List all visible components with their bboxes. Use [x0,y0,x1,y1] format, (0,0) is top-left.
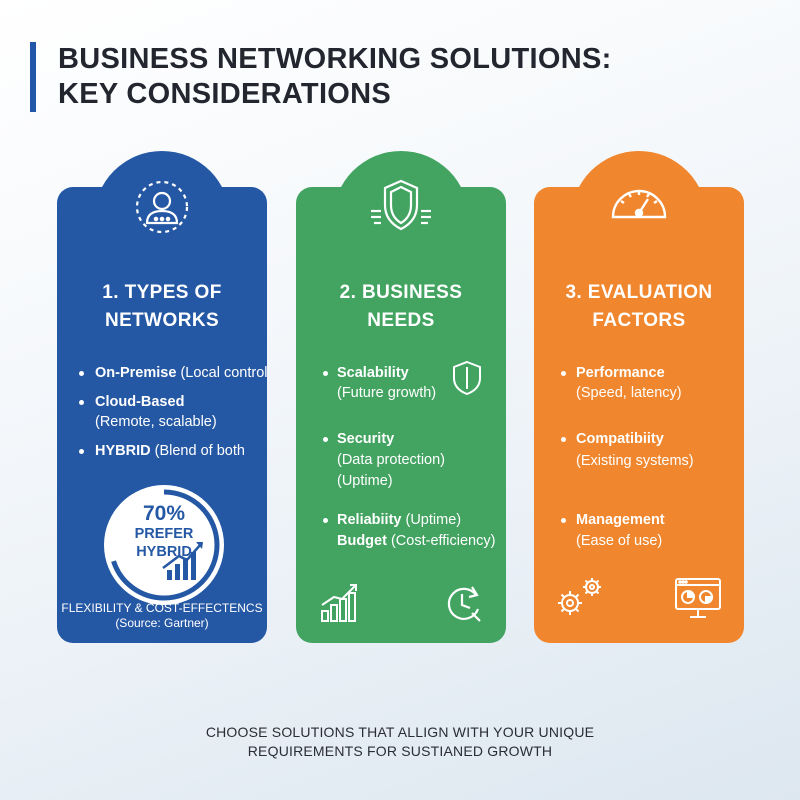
stat-label-1: PREFER [134,526,194,542]
card-heading: 1. TYPES OF NETWORKS [102,282,222,331]
list-item: Scalability [337,365,409,381]
card-evaluation-factors: 3. EVALUATION FACTORS Performance (Speed… [534,151,744,643]
dashboard-monitor-icon [672,575,724,621]
list-item: Budget (Cost-efficiency) [337,533,496,549]
card-source: (Source: Gartner) [115,616,209,630]
list-item: Security [337,431,395,447]
list-item: HYBRID (Blend of both [95,443,245,459]
card-types-of-networks: 1. TYPES OF NETWORKS On-Premise (Local c… [57,151,267,643]
page-title: BUSINESS NETWORKING SOLUTIONS: KEY CONSI… [30,42,612,112]
stat-label-2: HYBRID [136,544,192,560]
hybrid-stat-badge: 70% PREFER HYBRID [101,482,227,608]
footer-message: CHOOSE SOLUTIONS THAT ALLIGN WITH YOUR U… [205,724,595,759]
title-line-1: BUSINESS NETWORKING SOLUTIONS: [58,43,612,75]
card-heading: 2. BUSINESS NEEDS [339,282,463,331]
small-shield-icon [450,359,484,397]
shield-icon [361,167,441,247]
card-heading: 3. EVALUATION FACTORS [565,282,713,331]
title-accent-bar [30,42,36,112]
card-footnote: FLEXIBILITY & COST-EFFECTENCS [61,601,263,615]
list-item: Performance [576,365,665,381]
title-line-2: KEY CONSIDERATIONS [58,78,392,110]
bar-growth-icon [318,581,362,625]
gears-icon [552,573,608,623]
list-item: Cloud-Based [95,394,185,410]
growth-chart-icon [162,542,203,580]
user-icon [122,167,202,247]
clock-refresh-icon [442,581,486,625]
stat-value: 70% [142,502,186,525]
list-item: Reliabiity (Uptime) [337,512,462,528]
gauge-icon [599,167,679,247]
list-item: Compatibiity [576,431,664,447]
list-item: Management [576,512,665,528]
card-business-needs: 2. BUSINESS NEEDS Scalability (Future gr… [296,151,506,643]
list-item: On-Premise (Local control) [95,365,267,381]
